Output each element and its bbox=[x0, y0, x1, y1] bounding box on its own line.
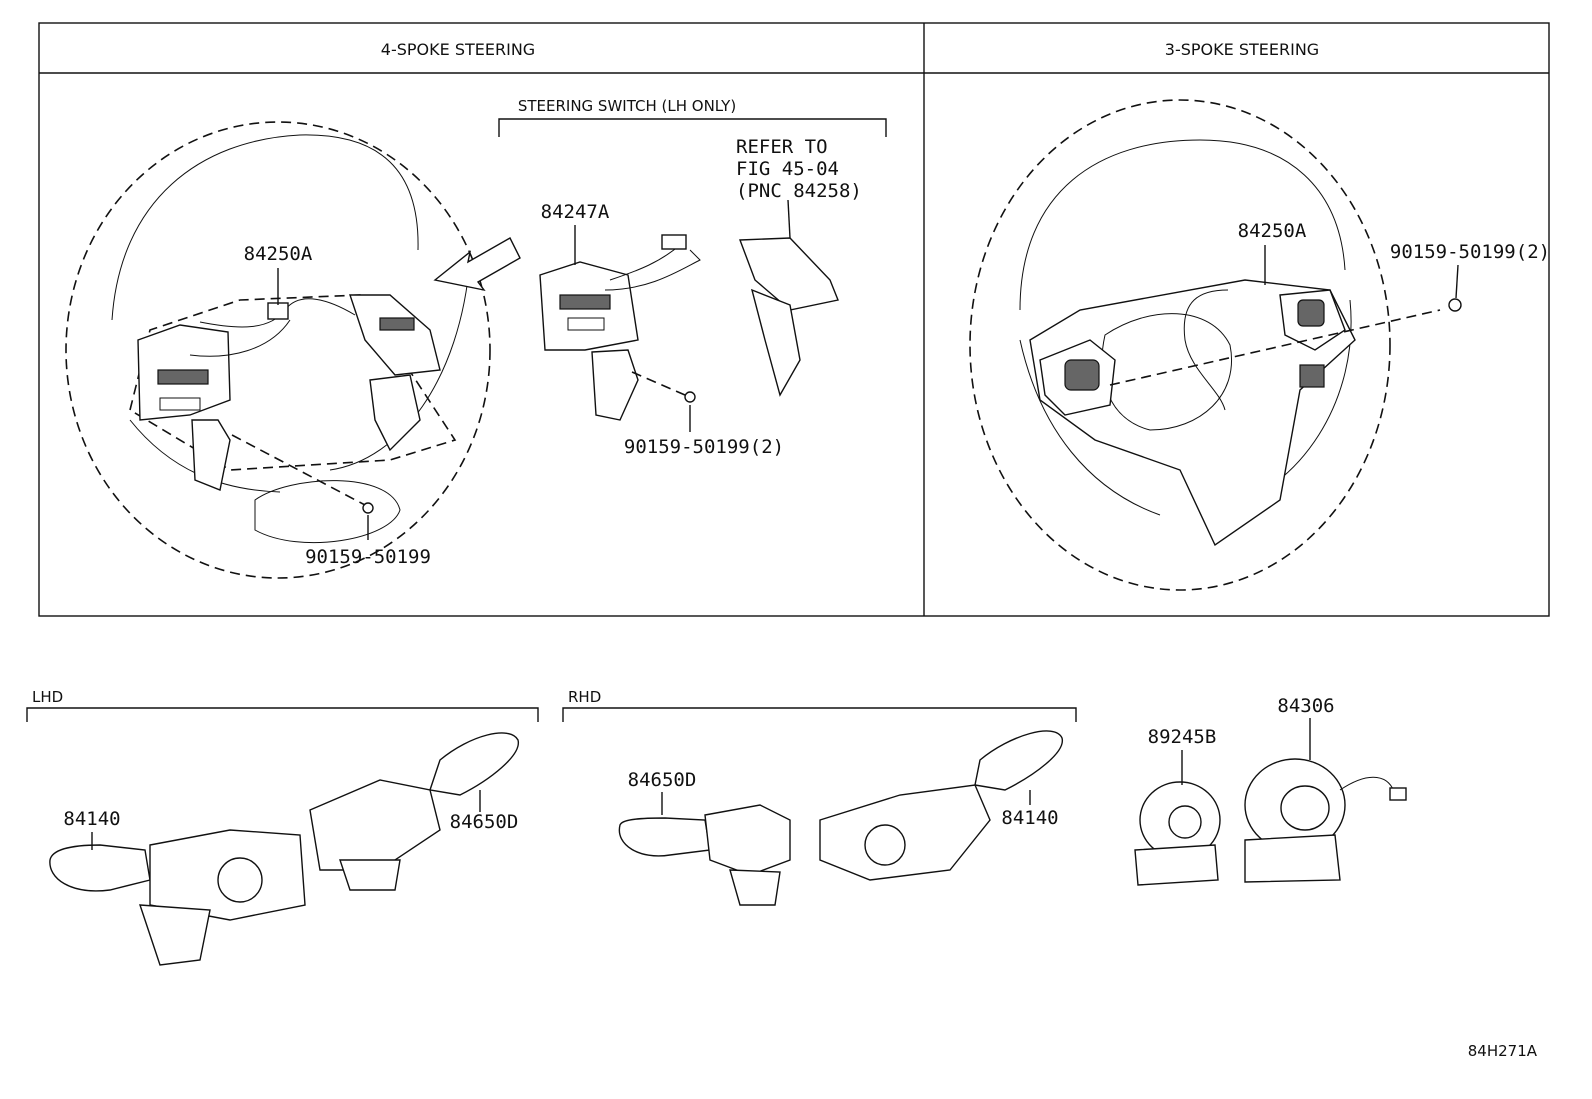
lhd-part-84140: 84140 bbox=[63, 808, 120, 830]
refer-to-line3: (PNC 84258) bbox=[736, 180, 862, 202]
part-84306: 84306 bbox=[1277, 695, 1334, 717]
lower-spoke bbox=[254, 480, 401, 544]
spiral-cable-illustration bbox=[1134, 718, 1407, 886]
screw-icon bbox=[684, 391, 696, 403]
part-84250A-right: 84250A bbox=[1238, 220, 1307, 242]
switch-84258-illustration bbox=[739, 199, 839, 397]
refer-to-line2: FIG 45-04 bbox=[736, 158, 839, 180]
rhd-bracket bbox=[562, 707, 1077, 722]
switch-group-bracket bbox=[498, 118, 887, 137]
rhd-part-84650D: 84650D bbox=[628, 769, 697, 791]
lhd-part-84650D: 84650D bbox=[450, 811, 519, 833]
part-84250A-left: 84250A bbox=[244, 243, 313, 265]
figure-code: 84H271A bbox=[1468, 1042, 1538, 1060]
three-spoke-wheel-illustration bbox=[969, 99, 1462, 591]
four-spoke-wheel-illustration bbox=[65, 121, 521, 579]
steering-switch-group-label: STEERING SWITCH (LH ONLY) bbox=[518, 97, 736, 115]
switch-84247A-illustration bbox=[539, 225, 701, 432]
rhd-part-84140: 84140 bbox=[1001, 807, 1058, 829]
wheel-rim-inner bbox=[111, 134, 419, 321]
screw-90159-50199-2-left: 90159-50199(2) bbox=[624, 436, 784, 458]
top-frame bbox=[38, 22, 1550, 617]
lhd-combination-switch-illustration bbox=[49, 732, 519, 966]
screw-90159-50199-left: 90159-50199 bbox=[305, 546, 431, 568]
screw-icon bbox=[362, 502, 374, 514]
part-89245B: 89245B bbox=[1148, 726, 1217, 748]
wheel-rim-outer bbox=[969, 99, 1391, 591]
lhd-bracket bbox=[26, 707, 539, 722]
wheel-rim-outer bbox=[65, 121, 491, 579]
left-panel-header: 4-SPOKE STEERING bbox=[381, 40, 535, 59]
right-switch-body bbox=[349, 294, 441, 376]
three-spoke-hub bbox=[1029, 279, 1356, 547]
view-direction-arrow-icon bbox=[433, 237, 521, 292]
lhd-label: LHD bbox=[32, 688, 63, 706]
part-84247A: 84247A bbox=[541, 201, 610, 223]
rhd-label: RHD bbox=[568, 688, 601, 706]
screw-90159-50199-2-right: 90159-50199(2) bbox=[1390, 241, 1550, 263]
rhd-combination-switch-illustration bbox=[618, 730, 1063, 906]
refer-to-line1: REFER TO bbox=[736, 136, 828, 158]
screw-icon bbox=[1448, 298, 1462, 312]
right-panel-header: 3-SPOKE STEERING bbox=[1165, 40, 1319, 59]
